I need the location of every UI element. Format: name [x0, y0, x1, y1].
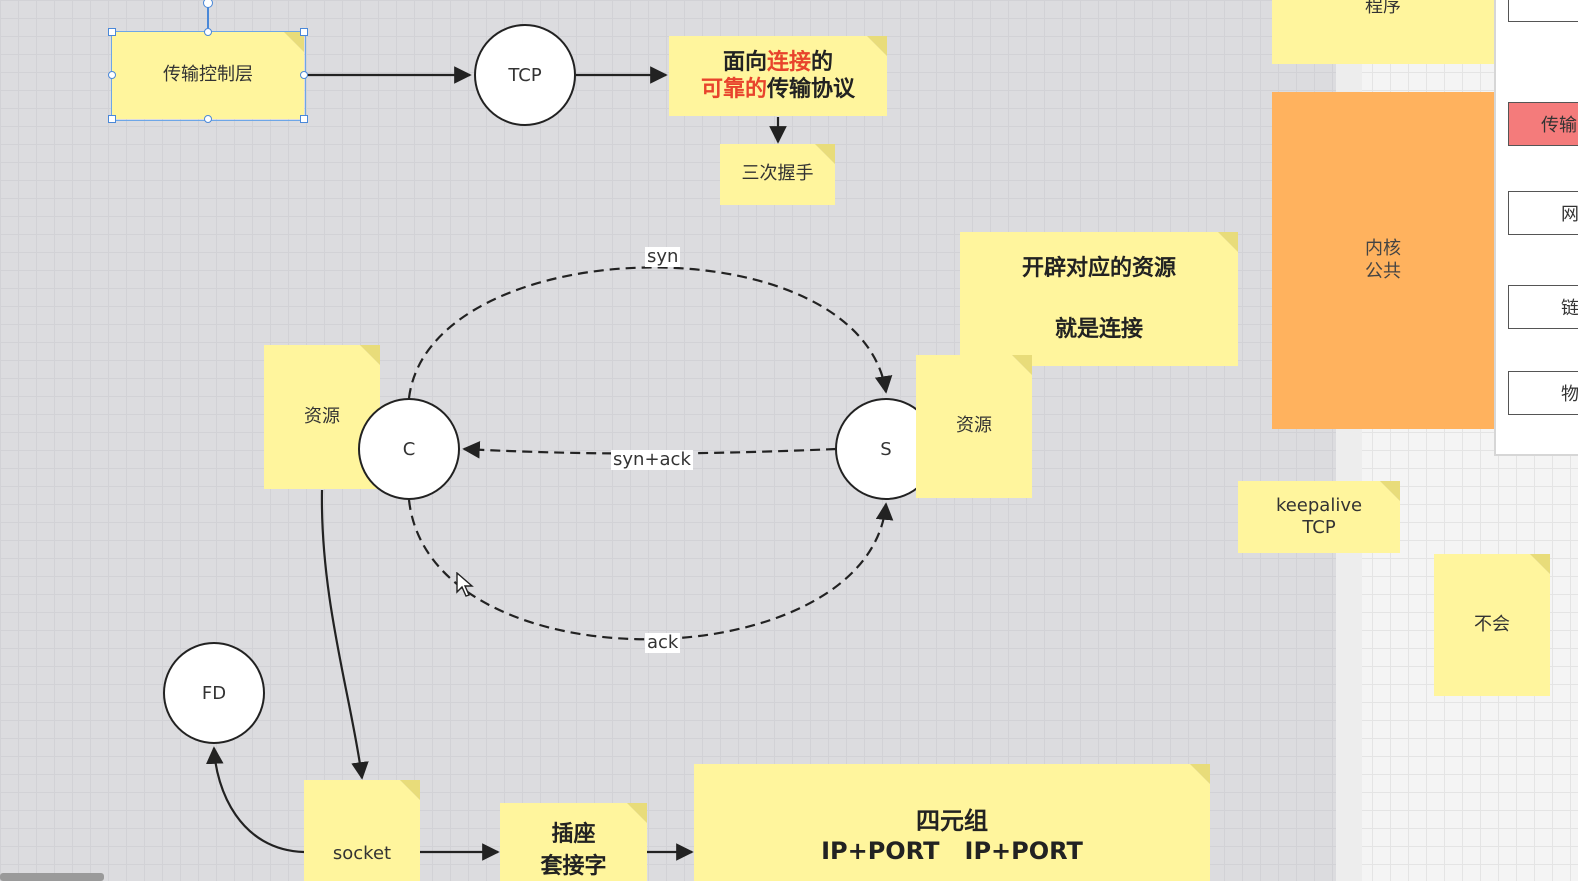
node-fd-label: FD [201, 682, 227, 704]
note-three-way-handshake[interactable]: 三次握手 [720, 144, 835, 205]
note-socket[interactable]: socket [304, 780, 420, 881]
note-keepalive[interactable]: keepalive TCP [1238, 481, 1400, 553]
panel-box-network[interactable]: 网 [1508, 191, 1578, 235]
note-fold-icon [360, 345, 380, 365]
edge-ack [407, 499, 894, 641]
note-program-label: 程序 [1365, 0, 1401, 17]
note-fold-icon [1218, 232, 1238, 252]
kernel-line1: 内核 [1365, 238, 1401, 259]
socket-cn-line2: 套接字 [540, 853, 607, 879]
edge-socket-to-fd [205, 746, 305, 854]
note-transport-layer[interactable]: 传输控制层 [112, 32, 304, 119]
note-fold-icon [867, 36, 887, 56]
kernel-shared-block[interactable]: 内核 公共 [1272, 92, 1494, 429]
four-tuple-value: IP+PORT IP+PORT [821, 837, 1083, 865]
tcp-desc-line2: 可靠的传输协议 [700, 77, 856, 102]
note-fold-icon [1190, 764, 1210, 784]
panel-box-link[interactable]: 链 [1508, 285, 1578, 329]
kernel-line2: 公共 [1365, 260, 1401, 282]
edge-label-syn: syn [645, 246, 681, 267]
rotate-handle[interactable] [207, 6, 209, 28]
panel-box-transport[interactable]: 传输 [1508, 102, 1578, 146]
note-will-not[interactable]: 不会 [1434, 554, 1550, 696]
resize-handle-se[interactable] [300, 115, 308, 123]
panel-box-physical[interactable]: 物 [1508, 371, 1578, 415]
note-will-not-label: 不会 [1474, 613, 1510, 635]
panel-box-top[interactable] [1508, 0, 1578, 22]
edge-label-syn-ack: syn+ack [611, 449, 693, 470]
horizontal-scrollbar[interactable] [0, 873, 104, 881]
connect-handle-n[interactable] [204, 28, 212, 36]
note-program[interactable]: 程序 [1272, 0, 1494, 64]
note-socket-label: socket [332, 842, 392, 864]
socket-cn-line1: 插座 [551, 822, 596, 847]
tcp-desc-line1: 面向连接的 [722, 49, 834, 75]
open-resource-line1: 开辟对应的资源 [1021, 255, 1176, 281]
note-four-tuple[interactable]: 四元组 IP+PORT IP+PORT [694, 764, 1210, 881]
edge-resource-to-socket [320, 489, 369, 780]
keepalive-line1: keepalive [1275, 494, 1363, 516]
note-server-resource[interactable]: 资源 [916, 355, 1032, 498]
resize-handle-ne[interactable] [300, 28, 308, 36]
note-fold-icon [1530, 554, 1550, 574]
note-server-resource-label: 资源 [956, 415, 992, 437]
rotate-handle-knob[interactable] [203, 0, 213, 8]
connect-handle-w[interactable] [108, 71, 116, 79]
connect-handle-e[interactable] [300, 71, 308, 79]
connect-handle-s[interactable] [204, 115, 212, 123]
resize-handle-sw[interactable] [108, 115, 116, 123]
note-client-resource-label: 资源 [304, 405, 340, 427]
edge-label-ack: ack [645, 632, 681, 653]
note-socket-chinese[interactable]: 插座 套接字 [500, 803, 647, 881]
note-fold-icon [400, 780, 420, 800]
node-client-label: C [402, 438, 416, 460]
keepalive-line2: TCP [1302, 517, 1336, 538]
note-fold-icon [284, 32, 304, 52]
note-fold-icon [815, 144, 835, 164]
note-open-resource[interactable]: 开辟对应的资源 就是连接 [960, 232, 1238, 366]
node-fd[interactable]: FD [163, 642, 265, 744]
note-fold-icon [1380, 481, 1400, 501]
note-fold-icon [627, 803, 647, 823]
note-three-way-handshake-label: 三次握手 [741, 163, 814, 185]
note-tcp-description[interactable]: 面向连接的 可靠的传输协议 [669, 36, 887, 116]
note-fold-icon [1012, 355, 1032, 375]
note-transport-layer-label: 传输控制层 [163, 64, 253, 86]
node-tcp[interactable]: TCP [474, 24, 576, 126]
open-resource-line2: 就是连接 [1054, 317, 1143, 342]
edge-syn [407, 266, 893, 399]
node-tcp-label: TCP [508, 64, 542, 86]
resize-handle-nw[interactable] [108, 28, 116, 36]
node-client[interactable]: C [358, 398, 460, 500]
mouse-cursor-icon [456, 572, 474, 597]
node-server-label: S [880, 438, 892, 460]
four-tuple-title: 四元组 [916, 807, 988, 835]
